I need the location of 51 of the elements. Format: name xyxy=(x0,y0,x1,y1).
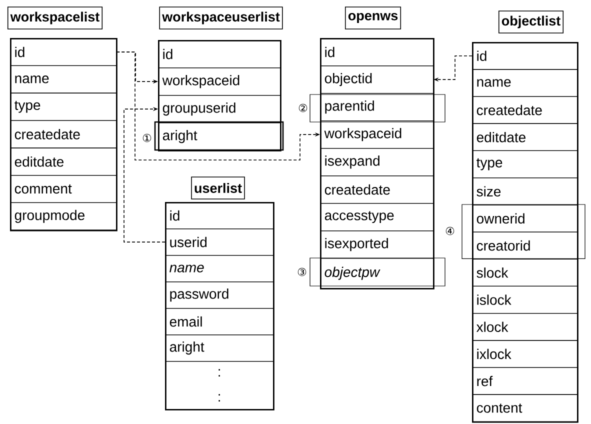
circled-number: ④ xyxy=(446,226,454,236)
circled-number: ③ xyxy=(298,268,306,276)
table-row: : : xyxy=(165,361,274,410)
table-row: editdate xyxy=(472,123,578,151)
table-row: isexpand xyxy=(320,148,434,176)
circled-number: ② xyxy=(298,104,308,112)
table-row: ref xyxy=(472,367,578,395)
table-row: aright xyxy=(165,334,274,362)
table-row: createdate xyxy=(10,120,117,148)
table-row: name xyxy=(10,65,117,94)
node-label: objectlist xyxy=(502,16,560,28)
table-row: groupmode xyxy=(10,202,117,230)
table-row: xlock xyxy=(472,313,578,341)
table-row: ixlock xyxy=(472,340,578,368)
node-label: openws xyxy=(348,12,398,24)
table-row: objectid xyxy=(320,66,434,94)
table-row: size xyxy=(472,178,578,206)
table-row: slock xyxy=(472,258,578,286)
table-row: groupuserid xyxy=(158,95,281,124)
table-row: ownerid xyxy=(472,204,578,232)
node-label: workspacelist xyxy=(10,12,100,24)
node-label: workspaceuserlist xyxy=(162,12,280,24)
table-row: type xyxy=(472,150,578,178)
table-row: workspaceid xyxy=(158,68,281,96)
table-row: id xyxy=(320,38,434,66)
table-row: id xyxy=(165,202,274,230)
table-row: accesstype xyxy=(320,203,434,232)
table-row: aright xyxy=(158,122,281,151)
table-row: email xyxy=(165,308,274,336)
circled-number: ① xyxy=(142,134,152,142)
table-row: editdate xyxy=(10,148,117,176)
table-row: name xyxy=(472,69,578,97)
table-row: id xyxy=(472,42,578,70)
table-row: islock xyxy=(472,286,578,314)
table-row: createdate xyxy=(320,176,434,204)
table-row: id xyxy=(158,40,281,68)
table-row: id xyxy=(10,38,117,66)
table-row: objectpw xyxy=(320,258,434,289)
table-row: content xyxy=(472,394,578,422)
table-row: createdate xyxy=(472,96,578,124)
table-row: name xyxy=(165,255,274,282)
table-row: comment xyxy=(10,175,117,203)
table-row: password xyxy=(165,282,274,309)
table-row: isexported xyxy=(320,230,434,259)
node-label: userlist xyxy=(194,183,242,193)
table-row: parentid xyxy=(320,93,434,122)
table-row: creatorid xyxy=(472,232,578,260)
dashed-arrow xyxy=(124,107,166,242)
table-row: type xyxy=(10,92,117,121)
table-row: workspaceid xyxy=(320,120,434,149)
table-row: userid xyxy=(165,228,274,256)
